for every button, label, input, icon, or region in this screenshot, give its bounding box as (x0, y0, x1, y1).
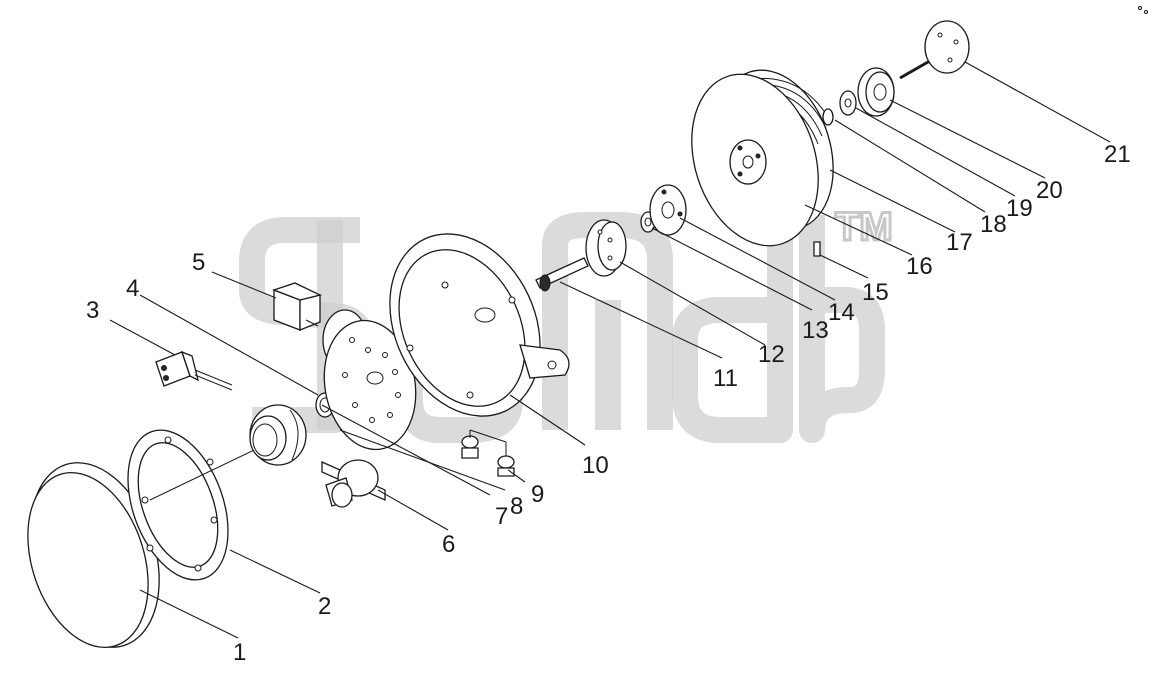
callout-18: 18 (980, 211, 1007, 238)
part-3-connector (155, 350, 233, 391)
part-11-shaft (535, 257, 589, 292)
callout-10: 10 (582, 452, 609, 479)
part-12-flange (585, 219, 627, 277)
watermark-tm: TM (835, 205, 893, 249)
callout-12: 12 (758, 341, 785, 368)
part-18-washer (839, 90, 857, 116)
callout-1: 1 (233, 639, 246, 666)
callout-4: 4 (126, 275, 139, 302)
callout-21: 21 (1104, 141, 1131, 168)
callout-20: 20 (1036, 177, 1063, 204)
part-17-circlip (822, 108, 834, 126)
part-6-bracket (321, 459, 386, 508)
callout-15: 15 (862, 279, 889, 306)
part-14-disc (649, 184, 687, 236)
part-16-reel (691, 69, 834, 247)
part-1-cover (27, 462, 160, 648)
callout-16: 16 (906, 253, 933, 280)
callout-numbers: 1 2 3 4 5 6 7 8 9 10 11 12 13 14 15 16 1… (86, 141, 1131, 666)
callout-17: 17 (946, 229, 973, 256)
callout-9: 9 (531, 481, 544, 508)
callout-3: 3 (86, 297, 99, 324)
callout-14: 14 (828, 299, 855, 326)
part-9-sensors (461, 429, 515, 477)
callout-8: 8 (510, 493, 523, 520)
part-15-pin (813, 241, 821, 257)
callout-6: 6 (442, 531, 455, 558)
part-19-20-bearing (857, 67, 895, 117)
part-7-hub (249, 404, 307, 466)
callout-7: 7 (495, 503, 508, 530)
part-21-end-plate (899, 20, 970, 80)
callout-19: 19 (1006, 195, 1033, 222)
callout-13: 13 (802, 317, 829, 344)
part-10-housing (389, 233, 570, 417)
callout-11: 11 (713, 365, 738, 392)
part-5-switch (272, 282, 322, 331)
corner-mark (1138, 6, 1148, 14)
part-2-gasket (127, 429, 229, 581)
callout-5: 5 (192, 249, 205, 276)
leader-lines (109, 61, 1111, 639)
callout-2: 2 (318, 593, 331, 620)
